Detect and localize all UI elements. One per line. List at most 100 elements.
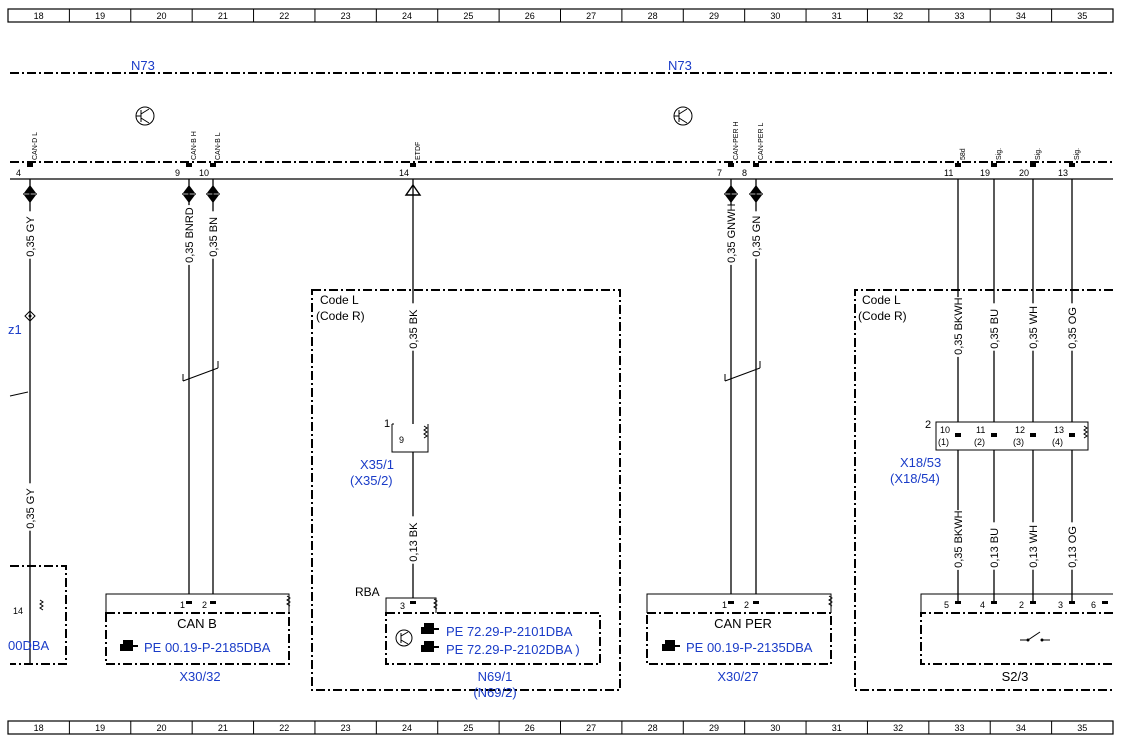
wire-label: 0,13 WH — [1028, 525, 1040, 568]
wire-label: 0,35 GY — [25, 216, 37, 257]
bidirectional-arrow-icon — [206, 185, 220, 203]
pin-number: 10 — [199, 168, 209, 178]
pin-signal: Sig. — [1035, 148, 1042, 160]
x35-alt[interactable]: (X35/2) — [350, 473, 393, 488]
grid-number: 20 — [156, 723, 166, 733]
pin-number: 11 — [944, 168, 953, 178]
grid-number: 21 — [218, 11, 228, 21]
grid-number: 24 — [402, 11, 412, 21]
grid-number: 30 — [770, 11, 780, 21]
code-label-right: Code L — [862, 293, 901, 307]
x35-name[interactable]: X35/1 — [360, 457, 394, 472]
connector-pin: 13 Sig. — [1058, 148, 1081, 178]
connector-x18: 2 10(1)11(2)12(3)13(4) X18/53 (X18/54) — [890, 419, 1089, 486]
x35-pin: 9 — [399, 435, 404, 445]
switch-pin: 5 — [944, 600, 949, 610]
can-per-ref[interactable]: PE 00.19-P-2135DBA — [686, 640, 813, 655]
grid-number: 27 — [586, 723, 596, 733]
svg-text:2: 2 — [744, 600, 749, 610]
bidirectional-arrow-icon — [724, 185, 738, 203]
wire-label: 0,35 GNWH — [726, 204, 738, 263]
grid-number: 33 — [955, 723, 965, 733]
pin-signal: Sig. — [1074, 148, 1081, 160]
grid-number: 34 — [1016, 723, 1026, 733]
wire-label: 0,35 BN — [208, 217, 220, 257]
transistor-icon — [395, 629, 413, 647]
module-label-right[interactable]: N73 — [668, 58, 692, 73]
grid-number: 20 — [156, 11, 166, 21]
hand-pointer-icon — [120, 640, 138, 651]
can-b-ref[interactable]: PE 00.19-P-2185DBA — [144, 640, 271, 655]
splice-icon — [24, 310, 36, 322]
can-per-name[interactable]: X30/27 — [717, 669, 758, 684]
can-b-name[interactable]: X30/32 — [179, 669, 220, 684]
grid-number: 26 — [525, 11, 535, 21]
pin-number: 9 — [175, 168, 180, 178]
switch-pin: 3 — [1058, 600, 1063, 610]
grid-number: 28 — [648, 723, 658, 733]
bidirectional-arrow-icon — [23, 185, 37, 203]
grid-number: 25 — [463, 723, 473, 733]
wire-label: 0,35 BKWH — [953, 297, 965, 355]
wire-label: 0,35 BKWH — [953, 510, 965, 568]
grid-number: 23 — [341, 11, 351, 21]
rba-name[interactable]: N69/1 — [478, 669, 513, 684]
x18-number: 2 — [925, 419, 931, 431]
pin-number: 8 — [742, 168, 747, 178]
grid-number: 30 — [770, 723, 780, 733]
grid-number: 28 — [648, 11, 658, 21]
pin-number: 13 — [1058, 168, 1068, 178]
x18-pin: 13 — [1054, 425, 1064, 435]
x18-pin: 10 — [940, 425, 950, 435]
svg-text:2: 2 — [202, 600, 207, 610]
wire-label: 0,35 GY — [25, 488, 37, 529]
pin-number: 14 — [399, 168, 409, 178]
grid-number: 18 — [34, 11, 44, 21]
pin-number: 4 — [16, 168, 21, 178]
rba-label: RBA — [355, 585, 380, 599]
grid-number: 24 — [402, 723, 412, 733]
rba-alt[interactable]: (N69/2) — [473, 685, 516, 700]
pin-signal: CAN-B H — [191, 131, 198, 160]
x18-alt[interactable]: (X18/54) — [890, 471, 940, 486]
rba-ref2[interactable]: PE 72.29-P-2102DBA ) — [446, 642, 580, 657]
grid-number: 31 — [832, 723, 842, 733]
hand-pointer-icon — [662, 640, 680, 651]
rba-ref1[interactable]: PE 72.29-P-2101DBA — [446, 624, 573, 639]
switch-pin: 2 — [1019, 600, 1024, 610]
x18-alt-pin: (1) — [938, 437, 949, 447]
grid-number: 22 — [279, 11, 289, 21]
grid-number: 19 — [95, 723, 105, 733]
grid-number: 18 — [34, 723, 44, 733]
left-partial-box — [10, 565, 67, 665]
hand-pointer-icon — [421, 623, 439, 634]
can-b-block: 1 2 CAN B PE 00.19-P-2185DBA X30/32 — [105, 593, 290, 684]
grid-number: 29 — [709, 723, 719, 733]
x18-name[interactable]: X18/53 — [900, 455, 941, 470]
left-partial-ref[interactable]: 00DBA — [8, 638, 50, 653]
svg-text:3: 3 — [400, 601, 405, 611]
wire-label: 0,13 BK — [408, 522, 420, 562]
transistor-icon — [673, 106, 693, 126]
grid-number: 22 — [279, 723, 289, 733]
wire-label: 0,35 BNRD — [184, 207, 196, 263]
module-label-left[interactable]: N73 — [131, 58, 155, 73]
x18-pin: 12 — [1015, 425, 1025, 435]
code-label-center: Code L — [320, 293, 359, 307]
wire-label: 0,35 OG — [1067, 307, 1079, 349]
hand-pointer-icon — [421, 641, 439, 652]
connector-pin: 9 CAN-B H — [175, 131, 198, 178]
wire-label: 0,35 BK — [408, 309, 420, 349]
x18-alt-pin: (4) — [1052, 437, 1063, 447]
left-partial-label[interactable]: z1 — [8, 322, 22, 337]
